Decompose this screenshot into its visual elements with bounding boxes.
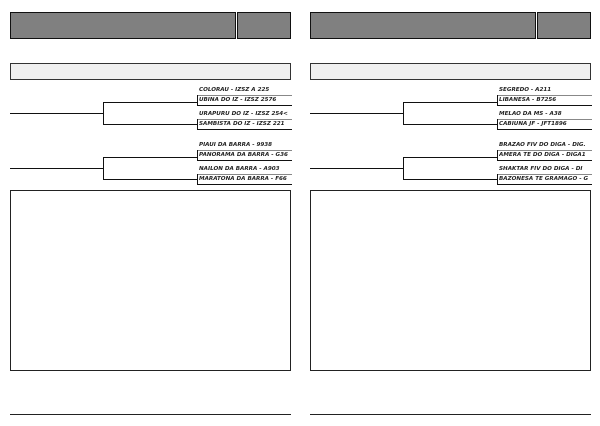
bracket-line	[403, 157, 497, 158]
team-name: AMERA TE DO DIGA - DIGA1	[499, 152, 586, 158]
bracket-line	[103, 102, 197, 103]
bracket-line	[403, 102, 404, 124]
match-border	[497, 174, 592, 185]
team-name: PANORAMA DA BARRA - G36	[199, 152, 288, 158]
match-border	[497, 150, 592, 161]
match: PIAUI DA BARRA - 9938 PANORAMA DA BARRA …	[197, 142, 292, 162]
separator	[497, 119, 592, 120]
notes-box	[10, 190, 291, 371]
header-side-box	[237, 12, 291, 39]
header-side-box	[537, 12, 591, 39]
team-name: URAPURU DO IZ - IZSZ 254<	[199, 111, 288, 117]
bracket-line	[403, 102, 497, 103]
match: SEGREDO - A211 LIBANESA - B7256	[497, 87, 592, 107]
match: COLORAU - IZSZ A 225 UBINA DO IZ - IZSZ …	[197, 87, 292, 107]
team-name: SEGREDO - A211	[499, 87, 552, 93]
separator	[197, 174, 292, 175]
bracket-line	[103, 124, 197, 125]
team-name: CABIUNA JF - JFT1896	[499, 121, 567, 127]
match: BRAZAO FIV DO DIGA - DIG. AMERA TE DO DI…	[497, 142, 592, 162]
header-title-bar	[10, 12, 236, 39]
bracket-line	[103, 179, 197, 180]
bracket-page: COLORAU - IZSZ A 225 UBINA DO IZ - IZSZ …	[10, 0, 292, 426]
team-name: NAILON DA BARRA - A903	[199, 166, 280, 172]
bracket-line	[403, 124, 497, 125]
bracket-line	[10, 113, 103, 114]
bracket-line	[310, 168, 403, 169]
match: SHAKTAR FIV DO DIGA - DI BAZONESA TE GRA…	[497, 166, 592, 186]
team-name: BRAZAO FIV DO DIGA - DIG.	[499, 142, 586, 148]
separator	[497, 174, 592, 175]
bracket-line	[103, 102, 104, 124]
team-name: BAZONESA TE GRAMAGO - G	[499, 176, 589, 182]
bracket-line	[310, 113, 403, 114]
separator	[197, 95, 292, 96]
separator	[197, 150, 292, 151]
match: URAPURU DO IZ - IZSZ 254< SAMBISTA DO IZ…	[197, 111, 292, 131]
bracket-line	[403, 179, 497, 180]
section-bar	[10, 63, 291, 80]
match-border	[197, 174, 292, 185]
notes-box	[310, 190, 591, 371]
team-name: LIBANESA - B7256	[499, 97, 557, 103]
team-name: SHAKTAR FIV DO DIGA - DI	[499, 166, 583, 172]
separator	[497, 95, 592, 96]
team-name: COLORAU - IZSZ A 225	[199, 87, 270, 93]
bracket-line	[10, 168, 103, 169]
separator	[197, 119, 292, 120]
bracket-page: SEGREDO - A211 LIBANESA - B7256 MELAO DA…	[310, 0, 592, 426]
separator	[497, 150, 592, 151]
bracket-line	[103, 157, 104, 179]
bracket-line	[403, 157, 404, 179]
team-name: UBINA DO IZ - IZSZ 2576	[199, 97, 277, 103]
bracket-line	[103, 157, 197, 158]
match-border	[497, 95, 592, 106]
team-name: PIAUI DA BARRA - 9938	[199, 142, 273, 148]
match-border	[197, 150, 292, 161]
match-border	[497, 119, 592, 130]
team-name: SAMBISTA DO IZ - IZSZ 221	[199, 121, 285, 127]
footer-line	[10, 414, 291, 415]
match: MELAO DA MS - A38 CABIUNA JF - JFT1896	[497, 111, 592, 131]
section-bar	[310, 63, 591, 80]
footer-line	[310, 414, 591, 415]
header-title-bar	[310, 12, 536, 39]
team-name: MELAO DA MS - A38	[499, 111, 562, 117]
match-border	[197, 95, 292, 106]
team-name: MARATONA DA BARRA - F66	[199, 176, 287, 182]
match: NAILON DA BARRA - A903 MARATONA DA BARRA…	[197, 166, 292, 186]
match-border	[197, 119, 292, 130]
